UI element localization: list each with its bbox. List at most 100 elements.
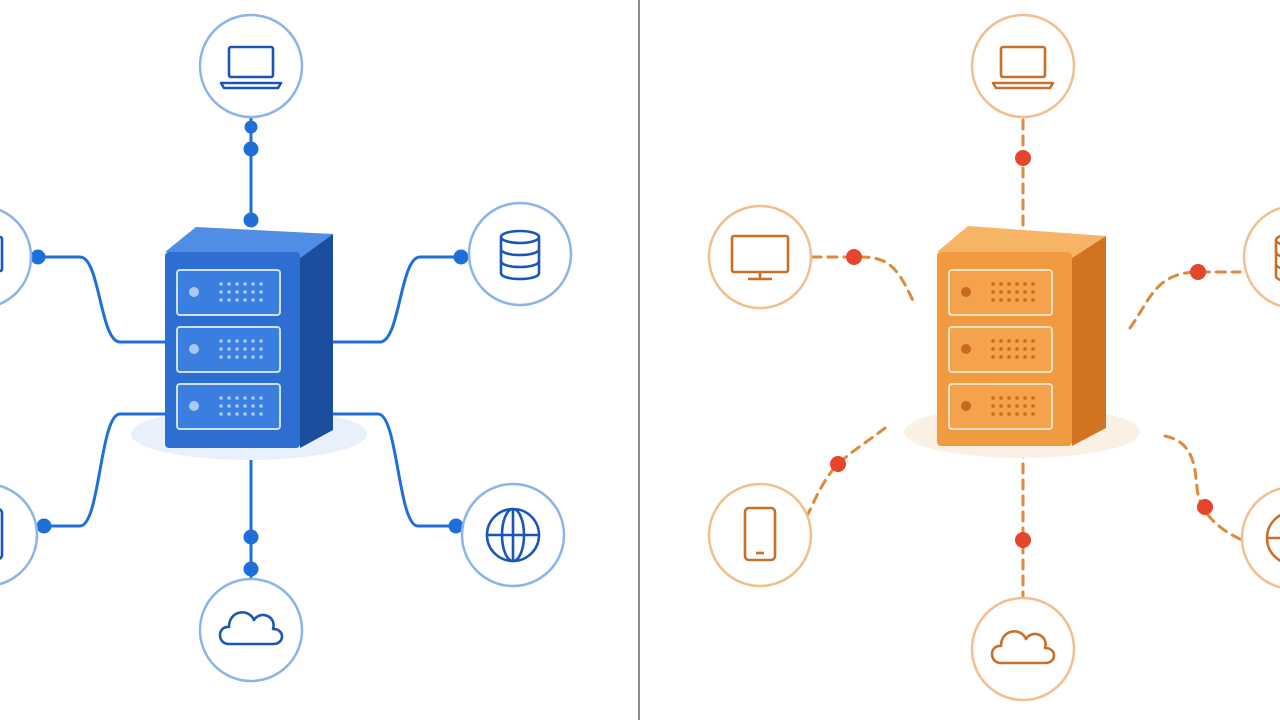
vent-dot	[1007, 412, 1011, 416]
database-icon	[499, 229, 541, 281]
server-side-face	[300, 234, 333, 448]
vent-dot	[1023, 298, 1027, 302]
connection-lines	[36, 115, 463, 582]
vent-dot	[243, 339, 247, 343]
vent-dot	[1015, 412, 1019, 416]
vent-dot	[1031, 298, 1035, 302]
server-unit	[176, 383, 281, 430]
connection-dot	[1190, 264, 1206, 280]
node-cloud	[970, 596, 1076, 702]
vent-dot	[243, 355, 247, 359]
monitor-icon	[0, 235, 4, 273]
vent-dot	[251, 298, 255, 302]
vent-dot	[235, 347, 239, 351]
vent-dot	[1015, 282, 1019, 286]
connection-dot	[243, 561, 259, 577]
vent-dot	[1031, 347, 1035, 351]
vent-dot	[227, 404, 231, 408]
vent-dot	[243, 347, 247, 351]
vent-dot	[1007, 290, 1011, 294]
connection-dot	[830, 456, 846, 472]
smartphone-icon	[743, 506, 777, 562]
connection-line-globe	[331, 412, 458, 528]
vent-dot	[1015, 396, 1019, 400]
vent-dot	[1023, 347, 1027, 351]
connection-dot	[36, 518, 52, 534]
connection-dot	[1015, 532, 1031, 548]
smartphone-icon	[0, 508, 4, 560]
cloud-icon	[990, 630, 1056, 665]
vent-dot	[1023, 355, 1027, 359]
vent-dot	[1023, 412, 1027, 416]
vent-dot	[1031, 282, 1035, 286]
vent-dot	[999, 404, 1003, 408]
vent-dot	[219, 412, 223, 416]
vent-dot	[227, 412, 231, 416]
vent-dot	[251, 412, 255, 416]
vent-dot	[251, 339, 255, 343]
vent-dot	[1007, 347, 1011, 351]
vent-dot	[1023, 396, 1027, 400]
vent-dot	[1031, 412, 1035, 416]
vent-dot	[243, 404, 247, 408]
node-monitor	[707, 204, 813, 310]
vent-dot	[219, 290, 223, 294]
vent-dot	[1007, 339, 1011, 343]
vent-dot	[1007, 282, 1011, 286]
vent-dot	[1015, 339, 1019, 343]
vent-dot	[1031, 290, 1035, 294]
vent-dot	[999, 339, 1003, 343]
vent-dot	[235, 282, 239, 286]
connection-dot	[448, 518, 464, 534]
vent-dot	[999, 355, 1003, 359]
server-side-face	[1072, 236, 1106, 446]
vent-dot	[251, 355, 255, 359]
connection-dot	[243, 212, 259, 228]
server-rack	[131, 227, 367, 460]
vent-dot	[1023, 282, 1027, 286]
node-database	[1242, 206, 1280, 308]
connection-line-smartphone	[42, 412, 167, 528]
vent-dot	[999, 396, 1003, 400]
vent-dot	[999, 298, 1003, 302]
vent-dot	[227, 339, 231, 343]
node-laptop	[970, 13, 1076, 119]
vent-dot	[991, 404, 995, 408]
server-rack	[904, 226, 1140, 458]
vent-dot	[991, 412, 995, 416]
vent-dot	[999, 282, 1003, 286]
vent-dot	[219, 396, 223, 400]
node-smartphone	[0, 484, 39, 586]
right-panel-disconnected	[707, 13, 1280, 702]
vent-dot	[991, 290, 995, 294]
vent-dot	[1015, 347, 1019, 351]
vent-dot	[219, 347, 223, 351]
monitor-icon	[730, 234, 790, 281]
vent-dot	[1031, 355, 1035, 359]
laptop-icon	[219, 45, 283, 90]
server-unit	[176, 326, 281, 373]
node-smartphone	[707, 482, 813, 588]
vent-dot	[219, 298, 223, 302]
connection-dot	[846, 249, 862, 265]
vent-dot	[999, 290, 1003, 294]
vent-dot	[1015, 355, 1019, 359]
connection-dot	[453, 249, 469, 265]
database-icon	[1274, 234, 1280, 282]
vent-dot	[259, 339, 263, 343]
connection-dots	[830, 150, 1213, 548]
vent-dot	[1023, 404, 1027, 408]
vent-dot	[259, 404, 263, 408]
vent-dot	[235, 396, 239, 400]
vent-dot	[991, 298, 995, 302]
vent-dot	[235, 339, 239, 343]
vent-dot	[259, 298, 263, 302]
server-top-face	[165, 227, 333, 258]
node-cloud	[198, 577, 304, 683]
vent-dot	[235, 290, 239, 294]
vent-dot	[251, 282, 255, 286]
vent-dot	[1031, 396, 1035, 400]
vent-dot	[259, 396, 263, 400]
vent-dot	[235, 355, 239, 359]
